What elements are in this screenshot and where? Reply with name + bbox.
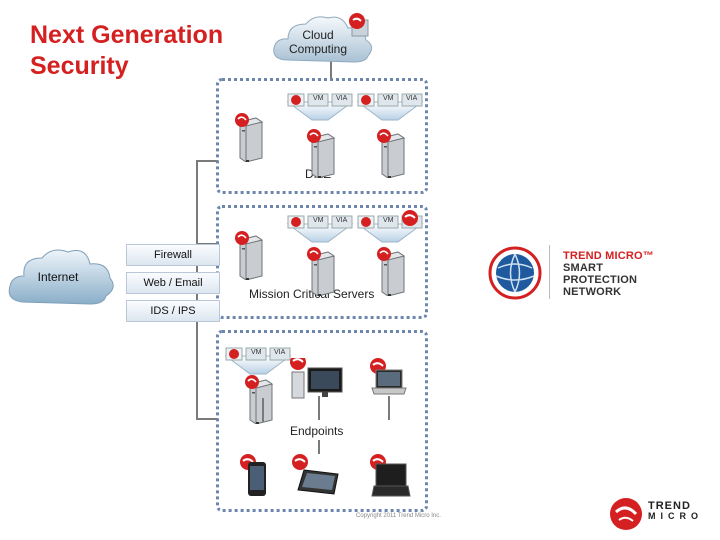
vm-host-icon: [356, 93, 424, 121]
spn-wordmark: TREND MICRO™ SMART PROTECTION NETWORK: [563, 250, 654, 298]
title-line: Next Generation: [30, 21, 224, 49]
page-title: Next Generation Security: [30, 20, 270, 82]
trend-logo-line: MICRO: [648, 511, 703, 521]
vm-host-icon: [224, 347, 292, 375]
via-label: VIA: [274, 349, 286, 356]
server: [306, 128, 336, 178]
phone-icon: [240, 454, 266, 496]
connector-line: [196, 160, 218, 162]
spn-globe: [488, 246, 542, 300]
cloud-computing: Cloud Computing: [270, 12, 376, 68]
smartphone: [238, 454, 270, 498]
endpoints-label: Endpoints: [290, 424, 344, 438]
vm-host-icon: [286, 93, 354, 121]
cloud-label: Cloud: [302, 28, 334, 42]
trend-logo-icon: [610, 498, 642, 530]
spn-brand: TREND MICRO™: [563, 250, 655, 262]
connector-line: [388, 396, 390, 420]
vm-host-group: VM VIA: [356, 92, 424, 122]
vm-host-group: VM VIA: [286, 92, 354, 122]
trend-shield-icon: [402, 210, 418, 226]
vm-host-group: VM VIA: [224, 346, 292, 376]
server-icon: [235, 113, 264, 162]
cloud-label: Computing: [288, 42, 348, 56]
web-email-label: Web / Email: [143, 277, 203, 289]
desktop-icon: [290, 358, 343, 399]
laptop: [368, 358, 408, 398]
trend-shield-icon: [349, 13, 369, 37]
vm-label: VM: [383, 217, 394, 224]
server-icon: [245, 375, 274, 424]
spn-line: NETWORK: [563, 286, 622, 298]
vm-host-group: VM VIA: [286, 214, 354, 244]
spn-line: PROTECTION: [563, 274, 638, 286]
server: [234, 112, 264, 162]
title-line: Security: [30, 52, 129, 80]
internet-cloud: Internet: [6, 244, 116, 310]
netbook-icon: [370, 454, 411, 497]
server-icon: [377, 247, 406, 296]
vm-label: VM: [251, 349, 262, 356]
trend-logo-text: TREND MICRO: [648, 500, 703, 522]
ids-ips-band: IDS / IPS: [126, 300, 220, 322]
connector-line: [262, 398, 264, 422]
tablet: [290, 454, 346, 498]
server: [376, 246, 406, 296]
connector-line: [318, 440, 320, 454]
connector-line: [330, 55, 332, 79]
firewall-label: Firewall: [154, 249, 192, 261]
connector-line: [196, 418, 218, 420]
spn-line: SMART: [563, 262, 604, 274]
trend-logo: [608, 496, 644, 532]
server: [306, 246, 336, 296]
cloud-icon: [273, 16, 372, 63]
internet-label: Internet: [37, 270, 79, 284]
vm-host-icon: [286, 215, 354, 243]
web-email-band: Web / Email: [126, 272, 220, 294]
trend-logo-line: TREND: [648, 500, 691, 512]
via-label: VIA: [336, 95, 348, 102]
vm-label: VM: [313, 217, 324, 224]
shield-badge: [348, 12, 370, 38]
divider: [549, 245, 550, 299]
via-label: VIA: [336, 217, 348, 224]
netbook: [368, 454, 412, 500]
connector-line: [318, 396, 320, 420]
firewall-band: Firewall: [126, 244, 220, 266]
desktop-pc: [290, 358, 346, 400]
copyright: Copyright 2011 Trend Micro Inc.: [356, 513, 441, 519]
cloud-icon: [8, 249, 114, 305]
laptop-icon: [370, 358, 407, 395]
server: [376, 128, 406, 178]
server: [234, 230, 264, 280]
server-icon: [235, 231, 264, 280]
server-icon: [307, 129, 336, 178]
server: [244, 374, 274, 424]
shield-badge: [400, 208, 420, 228]
tablet-icon: [292, 454, 339, 495]
vm-label: VM: [383, 95, 394, 102]
vm-label: VM: [313, 95, 324, 102]
server-icon: [377, 129, 406, 178]
via-label: VIA: [406, 95, 418, 102]
endpoints-zone: [216, 330, 428, 512]
mission-critical-label: Mission Critical Servers: [249, 287, 375, 301]
dmz-zone: [216, 78, 428, 194]
server-icon: [307, 247, 336, 296]
ids-ips-label: IDS / IPS: [150, 305, 196, 317]
globe-icon: [488, 246, 542, 300]
